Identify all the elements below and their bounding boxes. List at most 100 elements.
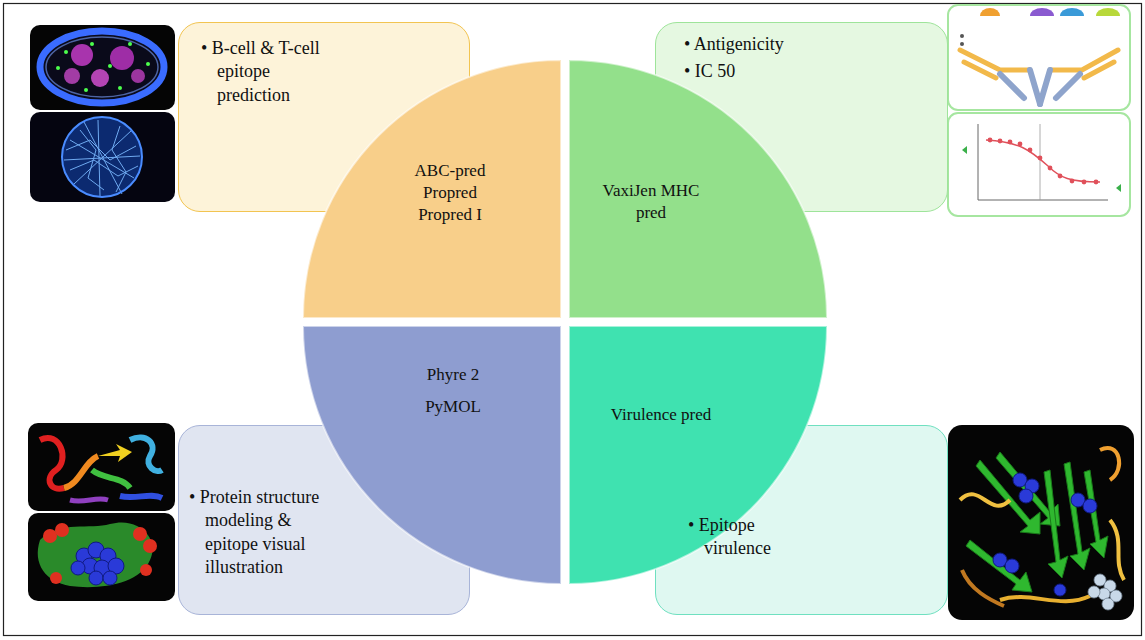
epitope-structure [1044, 470, 1068, 578]
tool-name: Phyre 2 [398, 364, 508, 386]
tool-name: PyMOL [398, 396, 508, 418]
dose-response-plot [948, 113, 1130, 216]
epitope-structure [966, 452, 1108, 592]
text-holder: • Protein structure modeling & epitope v… [189, 486, 327, 580]
antibody-sketch [960, 42, 964, 46]
ribbon-model [40, 438, 64, 489]
epitope-structure [948, 425, 1134, 620]
ribbon-model [120, 496, 162, 498]
sphere-model [55, 523, 69, 537]
sphere-model [38, 522, 153, 587]
dose-response-plot [1040, 124, 1041, 200]
bullet-text: • Epitope virulence [688, 514, 784, 561]
epitope-structure [1088, 574, 1122, 610]
quadrant-shape [303, 326, 561, 584]
tool-quadrant: Phyre 2 PyMOL [303, 326, 561, 584]
dose-response-plot [998, 139, 1003, 144]
cell-micrograph [110, 46, 134, 70]
antibody-sketch [1096, 8, 1120, 16]
cell-micrograph [146, 62, 150, 66]
cell-micrograph [30, 25, 175, 110]
ribbon-model [28, 423, 175, 511]
network-micrograph [62, 117, 142, 197]
cell-micrograph [128, 42, 132, 46]
epitope-structure [993, 473, 1097, 596]
antibody-sketch [960, 50, 1118, 78]
antibody-sketch [1000, 74, 1024, 98]
quadrant-shape [569, 326, 827, 584]
dose-response-plot [962, 146, 967, 154]
dose-response-plot [986, 140, 1100, 182]
cell-micrograph [91, 69, 109, 87]
network-micrograph [112, 126, 126, 192]
epitope-structure [1102, 598, 1114, 610]
antibody-sketch [1056, 74, 1080, 98]
cell-micrograph [118, 86, 122, 90]
cell-micrograph [131, 69, 145, 83]
dose-response-plot [1048, 166, 1053, 171]
tool-name: Propred I [390, 204, 510, 226]
tool-quadrant: VaxiJen MHC pred [569, 60, 827, 318]
antibody-sketch [964, 62, 996, 78]
sphere-model [143, 539, 157, 553]
sphere-model [43, 529, 57, 543]
epitope-structure [966, 540, 1032, 592]
sphere-model [43, 523, 157, 584]
epitope-structure [1019, 489, 1033, 503]
antibody-sketch [980, 8, 1000, 16]
antibody-sketch [1060, 8, 1084, 16]
dose-response-plot [988, 138, 993, 143]
cell-micrograph [64, 68, 80, 84]
antibody-sketch [960, 34, 964, 38]
epitope-structure [948, 425, 1134, 620]
antibody-sketch [1000, 70, 1080, 104]
cell-micrograph [40, 31, 164, 103]
cell-micrograph [71, 44, 93, 66]
network-micrograph [84, 122, 122, 194]
quadrant-fill [569, 60, 827, 318]
sphere-model [28, 513, 175, 601]
quadrant-fill [569, 326, 827, 584]
dose-response-plot [1008, 140, 1013, 145]
dose-response-plot [1058, 174, 1063, 179]
ribbon-model [92, 470, 130, 488]
ribbon-model [28, 423, 175, 511]
antibody-sketch [948, 5, 1130, 110]
ribbon-model [98, 444, 132, 462]
dose-response-plot [1018, 142, 1023, 147]
dose-response-plot [1038, 156, 1043, 161]
dose-response-plot [1094, 180, 1099, 185]
bullet-text: • B-cell & T-cell epitope prediction [201, 37, 329, 107]
network-micrograph [74, 130, 132, 184]
dose-response-plot [978, 124, 1108, 200]
tool-name: Virulence pred [596, 404, 726, 426]
quadrant-fill [303, 326, 561, 584]
cell-micrograph [90, 42, 94, 46]
epitope-structure [1005, 559, 1019, 573]
epitope-structure [1054, 584, 1066, 596]
epitope-structure [1100, 448, 1119, 480]
epitope-structure [960, 448, 1124, 606]
sphere-model [133, 527, 147, 541]
text-holder: ABC-predPropredPropred I [390, 160, 510, 226]
cell-micrograph [84, 88, 88, 92]
network-micrograph [30, 112, 175, 202]
text-holder: Virulence pred [596, 404, 726, 426]
tool-quadrant: Virulence pred [569, 326, 827, 584]
cell-micrograph [46, 37, 158, 97]
text-holder: Phyre 2 PyMOL [398, 364, 508, 418]
sphere-model [140, 564, 152, 576]
tool-quadrant: ABC-predPropredPropred I [303, 60, 561, 318]
dose-response-plot [1070, 179, 1075, 184]
epitope-structure [962, 570, 1004, 606]
antibody-sketch [1084, 62, 1114, 78]
quadrant-fill [303, 60, 561, 318]
antibody-sketch [1040, 70, 1050, 104]
cell-micrograph [30, 25, 175, 110]
epitope-structure [1110, 520, 1124, 580]
network-micrograph [70, 160, 138, 176]
cell-micrograph [56, 66, 60, 70]
network-micrograph [70, 140, 134, 178]
sphere-model [89, 571, 103, 585]
